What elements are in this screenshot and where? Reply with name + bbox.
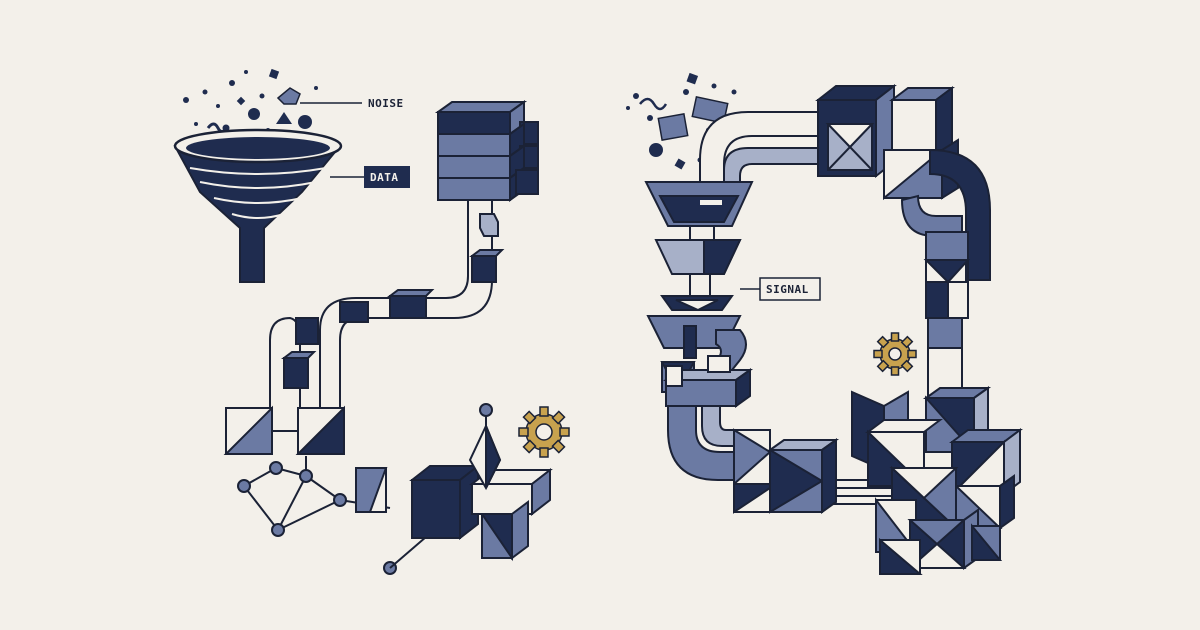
gear-icon [518,406,570,458]
noise-label: NOISE [368,97,404,110]
left-pipeline: NOISE DATA [173,68,570,575]
server-stack-icon [434,100,539,202]
data-tag: DATA [364,166,410,188]
bottom-cubes [733,428,840,514]
noise-particles-right [626,72,737,170]
data-label: DATA [370,171,399,184]
right-cube-cluster [851,386,1023,575]
right-pipeline: SIGNAL [626,72,1023,575]
pipe-blocks [281,213,505,389]
top-pipe [699,111,821,187]
twisted-pipe [660,329,754,408]
signal-tag: SIGNAL [759,277,821,301]
bottom-blocks [355,463,553,562]
signal-label: SIGNAL [766,283,809,296]
funnel-icon [173,128,343,283]
signal-funnels [644,181,754,359]
gear-icon [873,332,917,376]
diamond-pendulum-icon [468,403,502,491]
cube-blocks [223,405,345,455]
right-pipes [900,148,991,420]
top-cubes [815,83,959,201]
